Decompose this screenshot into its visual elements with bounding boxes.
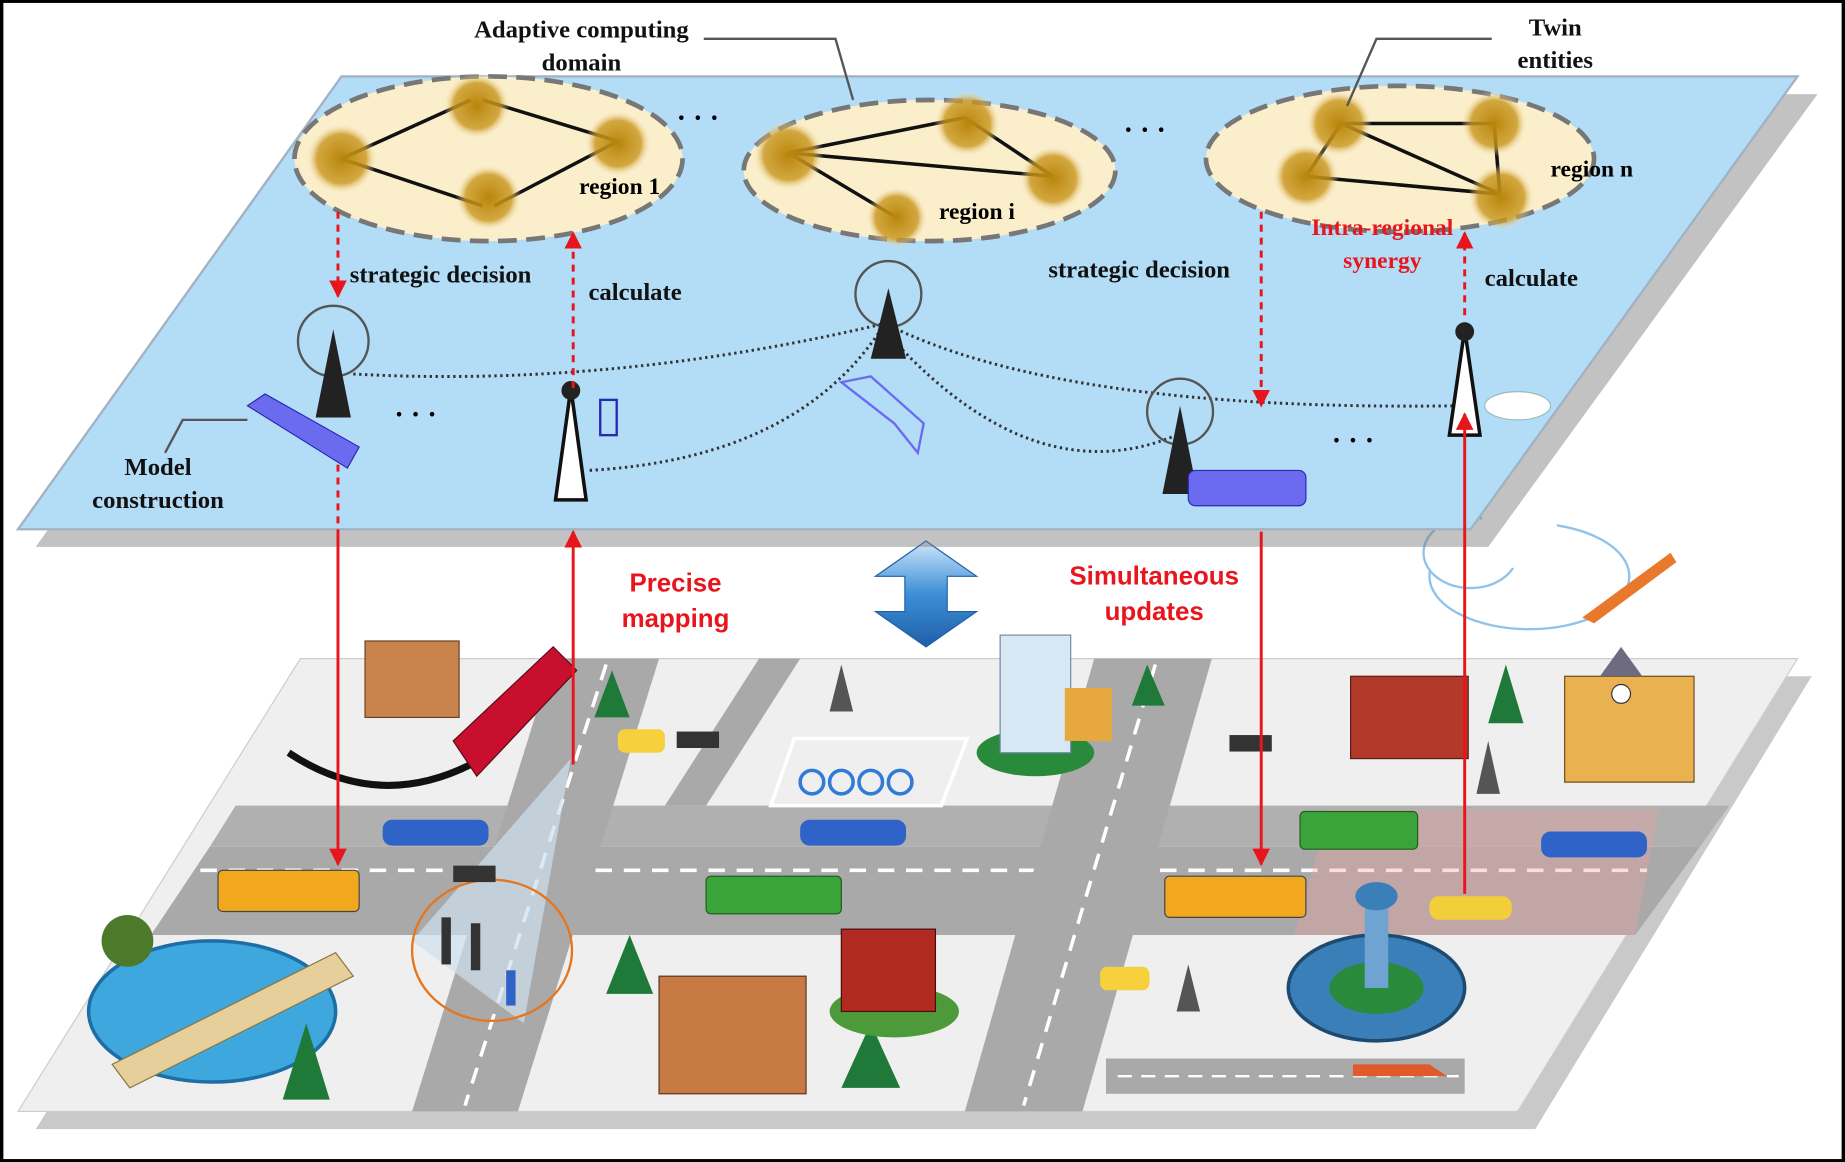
adaptive-computing-domain-label: domain xyxy=(542,50,622,77)
airport-tower-icon xyxy=(1286,882,1467,1043)
factory-icon xyxy=(658,975,807,1095)
office-tower-icon xyxy=(976,634,1112,777)
strategic-decision-label: strategic decision xyxy=(1048,257,1230,284)
car-icon xyxy=(1541,831,1647,858)
traffic-camera-cone xyxy=(410,758,574,1024)
region-1-label: region 1 xyxy=(579,174,660,200)
bus-icon xyxy=(1164,875,1307,918)
cell-tower-icon xyxy=(296,304,370,418)
region-n-label: region n xyxy=(1551,156,1634,182)
bus-twin-node xyxy=(306,123,377,195)
bus-wireframe-icon xyxy=(1187,469,1307,507)
ellipsis: · · · xyxy=(394,399,436,430)
airplane-icon xyxy=(1582,552,1677,624)
twin-entities-label: Twin xyxy=(1529,14,1582,41)
bus-twin-node xyxy=(1305,90,1372,157)
pine-tree-icon xyxy=(606,935,654,994)
region-n: region n xyxy=(1203,83,1634,235)
region-i-label: region i xyxy=(939,199,1015,225)
bus-shelter-wireframe-icon xyxy=(838,375,925,456)
car-twin-node xyxy=(1468,164,1535,231)
car-icon xyxy=(800,819,907,846)
convertible-twin-node xyxy=(1461,90,1528,157)
pine-tree-icon xyxy=(1131,664,1165,706)
calculate-label: calculate xyxy=(588,279,681,306)
railway-icon xyxy=(286,749,473,789)
cell-tower-icon xyxy=(1145,377,1215,494)
simultaneous-updates-label: updates xyxy=(1105,598,1204,626)
clock-tower-building-icon xyxy=(1564,646,1695,783)
pine-tree-icon xyxy=(841,1023,901,1088)
ellipsis: · · · xyxy=(677,103,719,134)
network-links xyxy=(353,322,1459,472)
car-wireframe-icon xyxy=(1484,391,1552,421)
traffic-light-wireframe-icon xyxy=(599,398,618,437)
bus-icon xyxy=(705,875,842,915)
precise-mapping-label: Precise xyxy=(630,570,722,598)
model-construction-label: construction xyxy=(92,487,224,514)
tree-icon xyxy=(101,915,154,967)
pine-tree-icon xyxy=(282,1023,330,1100)
convertible-car-icon xyxy=(1429,896,1512,920)
ship-twin-node xyxy=(866,187,928,249)
traffic-light-twin-node xyxy=(443,72,510,139)
antenna-icon xyxy=(553,381,589,502)
simultaneous-updates-label: Simultaneous xyxy=(1069,563,1239,591)
intra-regional-synergy-label: Intra-regional xyxy=(1311,215,1453,241)
precise-mapping-label: mapping xyxy=(622,605,730,633)
taxi-icon xyxy=(1100,966,1150,991)
pine-tree-icon xyxy=(1488,664,1524,724)
cell-tower-icon xyxy=(854,259,923,359)
car-icon xyxy=(382,819,489,846)
bus-icon xyxy=(217,869,360,913)
ellipsis: · · · xyxy=(1124,115,1166,146)
callout-line xyxy=(164,418,248,454)
region-1: region 1 xyxy=(292,72,685,244)
twin-entities-label: entities xyxy=(1518,47,1593,74)
bus-wireframe-icon xyxy=(246,393,360,469)
fire-station-icon xyxy=(1350,675,1469,760)
green-bus-twin-node xyxy=(1272,143,1339,210)
station-building-icon xyxy=(364,640,460,719)
bridge-icon xyxy=(111,951,355,1089)
bus-icon xyxy=(1299,810,1419,850)
adaptive-computing-domain-label: Adaptive computing xyxy=(474,17,689,44)
train-twin-node xyxy=(1020,145,1086,212)
cell-tower-icon xyxy=(829,664,1500,1012)
bidirectional-sync-arrow xyxy=(873,540,979,648)
pine-tree-icon xyxy=(594,670,630,718)
twin-towers xyxy=(246,259,1552,507)
model-construction-label: Model xyxy=(124,454,191,481)
callout-line xyxy=(703,37,855,101)
data-flow-arrows xyxy=(329,211,1474,894)
pedestrian-twin-node xyxy=(455,164,522,231)
train-icon xyxy=(452,646,578,778)
strategic-decision-label: strategic decision xyxy=(350,261,532,288)
intra-regional-synergy-label: synergy xyxy=(1343,248,1422,274)
city-icons xyxy=(86,502,1695,1100)
calculate-label: calculate xyxy=(1485,265,1578,292)
cloud-icon xyxy=(1422,502,1631,631)
airport-twin-node xyxy=(934,90,1001,157)
bike-share-icon xyxy=(768,736,970,808)
barn-icon xyxy=(829,928,959,1038)
street-camera-twin-node xyxy=(584,110,651,177)
region-i: region i xyxy=(741,90,1118,249)
taxi-icon xyxy=(617,729,665,753)
airplane-twin-node xyxy=(753,119,824,191)
ellipsis: · · · xyxy=(1332,425,1374,456)
plane-icon xyxy=(1352,1064,1448,1077)
callout-line xyxy=(1345,37,1492,107)
